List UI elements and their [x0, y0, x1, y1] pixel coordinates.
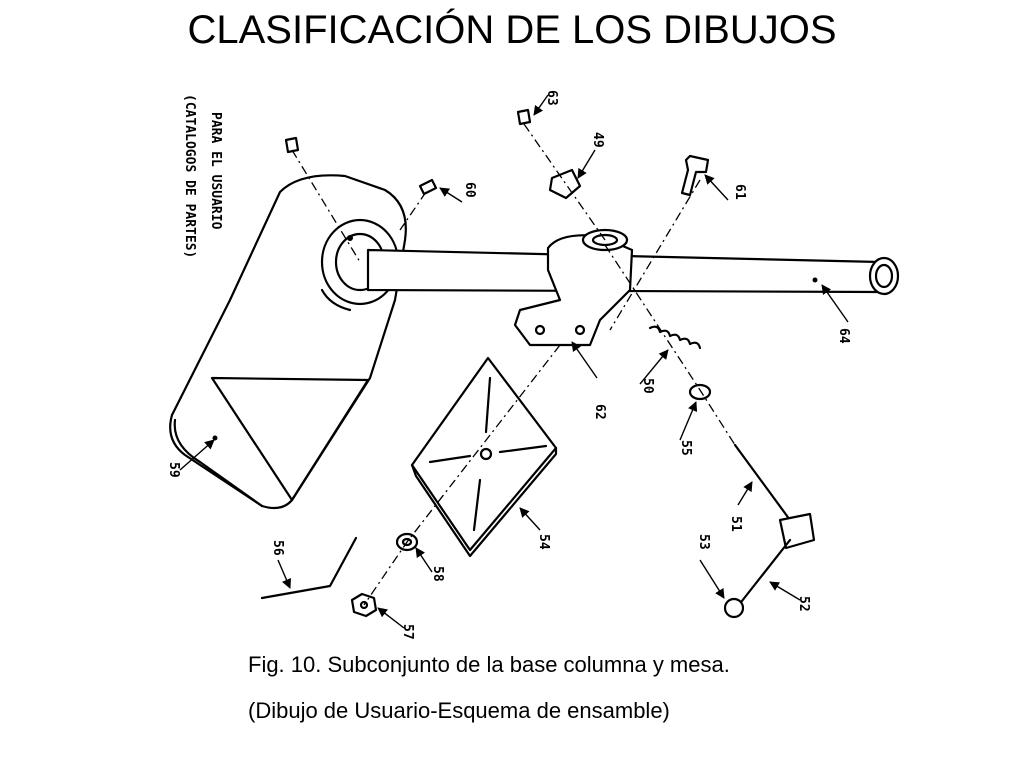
part-label-51: 51 [728, 516, 743, 532]
user-note-line2: (CATALOGOS DE PARTES) [182, 94, 197, 258]
page-title: CLASIFICACIÓN DE LOS DIBUJOS [187, 8, 837, 52]
figure-subcaption: (Dibujo de Usuario-Esquema de ensamble) [248, 698, 670, 723]
center-lines [291, 123, 736, 606]
part-label-55: 55 [678, 440, 693, 456]
part-label-59: 59 [166, 462, 181, 478]
column-tube [366, 248, 900, 296]
part-label-57: 57 [400, 624, 415, 640]
figure-caption: Fig. 10. Subconjunto de la base columna … [248, 652, 730, 677]
part-label-63: 63 [544, 90, 559, 106]
hardware [260, 108, 816, 619]
part-label-53: 53 [696, 534, 711, 550]
table-plate [410, 356, 558, 558]
part-label-60: 60 [462, 182, 477, 198]
clamp-bracket [513, 228, 634, 347]
part-label-56: 56 [270, 540, 285, 556]
part-label-49: 49 [590, 132, 605, 148]
part-labels: 63 49 60 61 64 50 62 55 59 51 53 52 54 5… [166, 90, 851, 640]
leader-lines [179, 94, 849, 629]
part-label-64: 64 [836, 328, 851, 344]
user-note-line1: PARA EL USUARIO [208, 112, 223, 230]
part-label-50: 50 [640, 378, 655, 394]
user-note: PARA EL USUARIO (CATALOGOS DE PARTES) [182, 94, 223, 258]
part-label-58: 58 [430, 566, 445, 582]
part-label-54: 54 [536, 534, 551, 550]
part-label-61: 61 [732, 184, 747, 200]
part-label-52: 52 [796, 596, 811, 612]
base-block [169, 174, 407, 510]
part-label-62: 62 [592, 404, 607, 420]
